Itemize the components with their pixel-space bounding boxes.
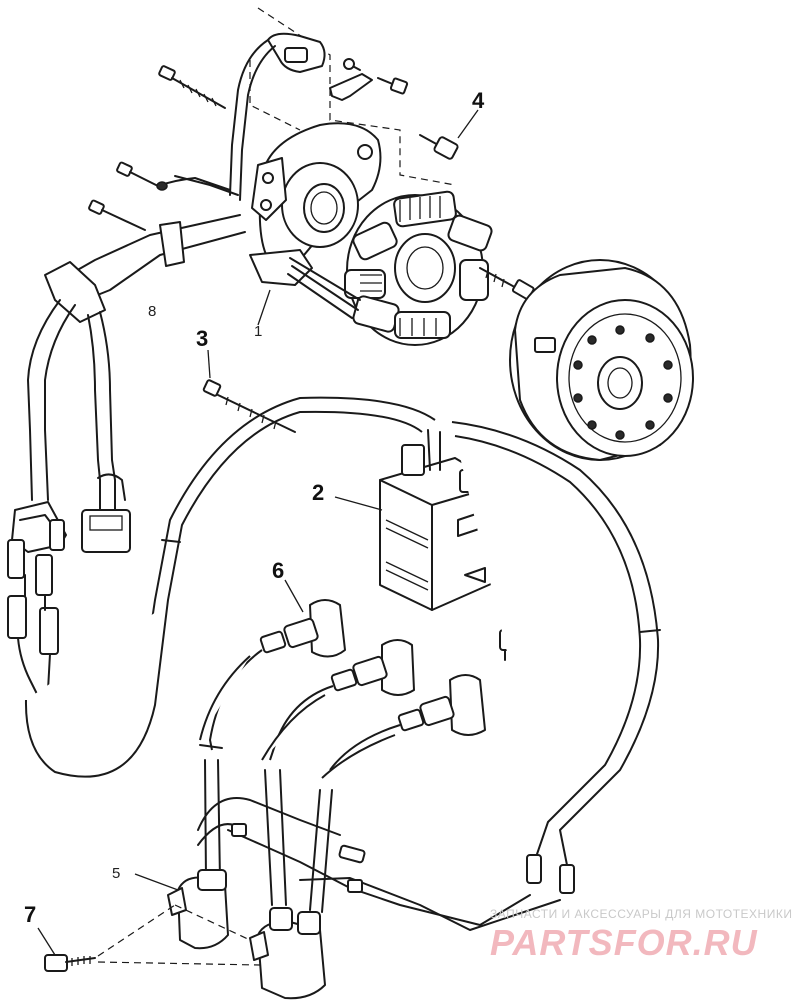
watermark-tagline: ЗАПЧАСТИ И АКСЕССУАРЫ ДЛЯ МОТОТЕХНИКИ xyxy=(490,907,792,921)
callout-4: 4 xyxy=(472,88,485,113)
coil-primary-wires xyxy=(197,797,561,931)
callout-leader-1 xyxy=(257,289,271,326)
pickup-screw-icon xyxy=(377,77,409,95)
callout-7: 7 xyxy=(24,902,36,927)
callout-leader-3 xyxy=(207,349,211,379)
watermark-brand: PARTSFOR.RU xyxy=(490,922,758,963)
callout-leader-7 xyxy=(37,927,56,956)
callout-2: 2 xyxy=(312,480,324,505)
wire-connector-icon xyxy=(156,175,239,196)
spark-plug-cap-3 xyxy=(397,674,486,736)
pickup-coil xyxy=(229,32,326,201)
callout-8: 8 xyxy=(148,303,156,320)
ignition-coil-2 xyxy=(249,907,326,1000)
small-screw-icon xyxy=(88,161,159,231)
stator-screw-icon xyxy=(479,267,535,300)
main-wire-harness xyxy=(27,214,246,501)
harness-connector-cluster xyxy=(7,501,67,701)
callout-leader-6 xyxy=(284,579,304,613)
coil-bolt-icon xyxy=(44,954,96,972)
callout-1: 1 xyxy=(254,323,262,340)
coil-bolt-dashed-lines xyxy=(97,904,261,966)
callout-leader-5 xyxy=(134,873,179,891)
long-screw-icon xyxy=(158,65,226,109)
ignition-coil-1 xyxy=(167,869,229,950)
pickup-bracket xyxy=(329,58,373,101)
callout-5: 5 xyxy=(112,865,120,882)
callout-leader-2 xyxy=(334,496,383,511)
stator-coil-assembly xyxy=(344,190,493,346)
square-connector xyxy=(81,473,131,553)
callout-6: 6 xyxy=(272,558,284,583)
cdi-wire-right-loop xyxy=(451,421,661,894)
dashed-assembly-frame xyxy=(249,7,456,186)
cdi-wire-left-loop xyxy=(24,396,436,778)
high-tension-leads xyxy=(199,649,401,913)
flywheel-rotor xyxy=(509,259,694,461)
bolt-4-icon xyxy=(419,134,459,160)
callout-leader-4 xyxy=(457,109,479,139)
stator-wire-loom xyxy=(249,249,361,319)
spark-plug-cap-2 xyxy=(330,639,415,696)
cable-tie-icon xyxy=(202,379,296,433)
callout-3: 3 xyxy=(196,326,208,351)
spark-plug-cap-1 xyxy=(259,599,346,658)
